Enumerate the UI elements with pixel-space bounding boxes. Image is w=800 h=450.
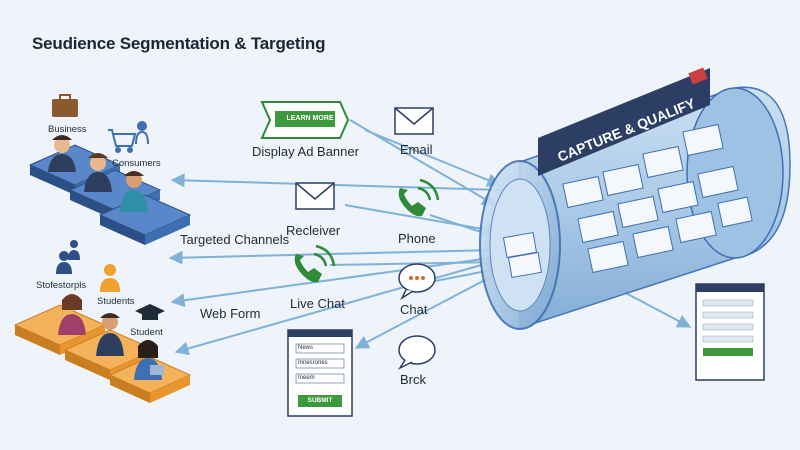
form-field-ineem[interactable]: Ineem: [298, 375, 315, 381]
lead-cards: [562, 123, 753, 274]
arrow-to-consumers: [170, 173, 501, 191]
flag-icon: [688, 67, 708, 85]
person-business-2: [84, 153, 112, 192]
person-student-3: [134, 340, 164, 380]
label-web-form: Web Form: [200, 306, 261, 321]
chat-bubble-icon: [398, 263, 436, 301]
form-field-news[interactable]: News: [298, 345, 314, 351]
person-student-2: [96, 313, 124, 356]
person-business-1: [48, 135, 76, 172]
label-brick: Brck: [400, 372, 426, 387]
arrow-to-student: [174, 261, 493, 356]
label-display-ad-banner: Display Ad Banner: [252, 144, 359, 159]
label-students: Students: [97, 296, 135, 307]
arrow-email: [364, 129, 502, 187]
label-targeted-channels: Targeted Channels: [180, 232, 290, 247]
person-consumer: [120, 171, 148, 212]
label-email: Email: [400, 142, 433, 157]
label-stofestorpls: Stofestorpls: [36, 280, 87, 291]
live-chat-phone-icon: [294, 244, 336, 283]
phone-icon: [398, 178, 440, 217]
cart-icon: [108, 121, 149, 153]
label-consumers: Consumers: [112, 158, 161, 169]
submit-button[interactable]: SUBMIT: [307, 397, 333, 404]
people-group-icon: [56, 240, 80, 274]
email-icon: [394, 107, 434, 135]
label-chat: Chat: [400, 302, 428, 317]
arrow-output: [619, 289, 692, 328]
learn-more-button[interactable]: LEARN MORE: [286, 115, 334, 122]
briefcase-icon: [52, 94, 78, 117]
flow-arrows: [168, 119, 692, 356]
arrow-to-students: [170, 257, 491, 308]
label-phone: Phone: [398, 231, 436, 246]
output-form: [695, 283, 765, 381]
person-student-1: [58, 294, 86, 335]
person-icon-orange: [100, 264, 120, 292]
display-ad-banner-icon: [260, 101, 350, 139]
form-field-innesrones[interactable]: Innesrones: [298, 360, 328, 366]
arrow-targeted: [168, 249, 496, 265]
label-student: Student: [130, 327, 163, 338]
arrow-display: [349, 119, 497, 206]
web-form-mockup: [287, 329, 353, 417]
page-title: Seudience Segmentation & Targeting: [32, 34, 326, 53]
label-receiver: Recleiver: [286, 223, 341, 238]
arrow-form: [354, 271, 501, 349]
speech-bubble-icon: [397, 335, 436, 370]
label-business: Business: [48, 124, 87, 135]
receiver-mail-icon: [295, 182, 335, 210]
graduation-cap-icon: [135, 304, 165, 320]
arrow-receiver: [344, 204, 502, 237]
label-live-chat: Live Chat: [290, 296, 345, 311]
